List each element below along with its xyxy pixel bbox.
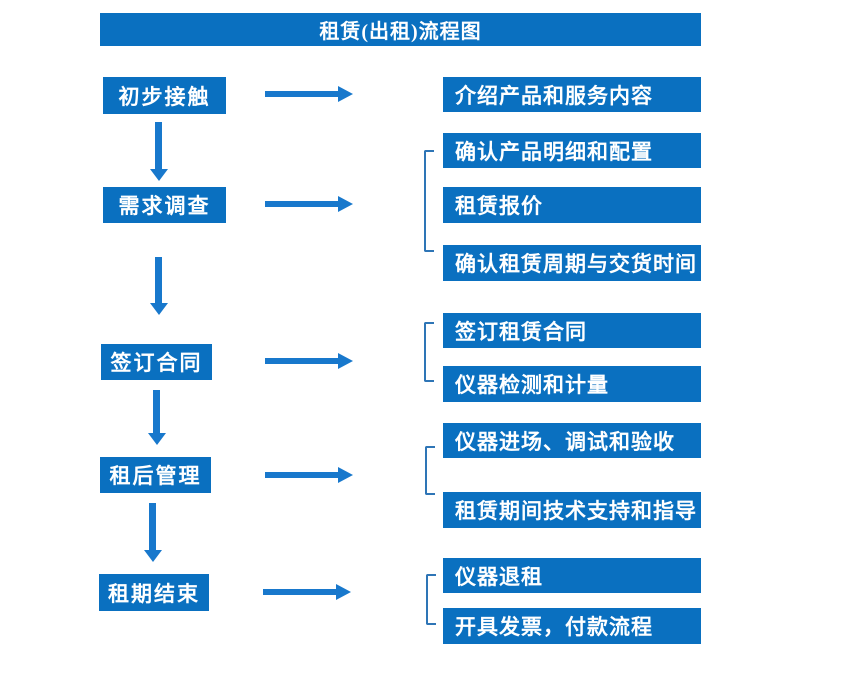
arrow-shaft (153, 390, 160, 434)
arrow-right-icon-1 (265, 86, 353, 102)
arrow-shaft (263, 589, 337, 595)
arrow-shaft (149, 503, 156, 551)
detail-box-rental-tech-support: 租赁期间技术支持和指导 (443, 492, 701, 528)
arrow-right-icon-2 (265, 196, 353, 212)
bracket-connector-sign-contract (424, 322, 434, 382)
stage-box-sign-contract: 签订合同 (101, 344, 212, 380)
detail-box-invoice-payment-process: 开具发票，付款流程 (443, 608, 701, 644)
arrow-right-icon-3 (265, 353, 353, 369)
detail-box-instrument-testing-measurement: 仪器检测和计量 (443, 366, 701, 402)
arrow-down-icon-2 (150, 257, 168, 315)
arrow-down-icon-3 (148, 390, 166, 445)
bracket-connector-demand-survey (424, 150, 434, 252)
arrow-shaft (265, 472, 339, 478)
detail-box-confirm-product-details-config: 确认产品明细和配置 (443, 133, 701, 168)
stage-box-rental-period-end: 租期结束 (99, 574, 209, 611)
arrow-head (338, 353, 353, 369)
arrow-shaft (265, 91, 339, 97)
arrow-shaft (265, 358, 339, 364)
flowchart-title: 租赁(出租)流程图 (100, 13, 701, 46)
stage-box-demand-survey: 需求调查 (103, 187, 226, 223)
detail-box-instrument-return: 仪器退租 (443, 558, 701, 593)
detail-box-introduce-products-services: 介绍产品和服务内容 (443, 77, 701, 112)
arrow-right-icon-5 (263, 584, 351, 600)
arrow-head (336, 584, 351, 600)
stage-box-initial-contact: 初步接触 (103, 77, 226, 114)
arrow-head (144, 550, 162, 562)
arrow-head (150, 169, 168, 181)
detail-box-rental-quote: 租赁报价 (443, 187, 701, 223)
arrow-shaft (265, 201, 339, 207)
stage-box-post-rental-management: 租后管理 (100, 457, 211, 493)
bracket-connector-rental-end (426, 574, 436, 625)
detail-box-sign-rental-contract: 签订租赁合同 (443, 313, 701, 348)
detail-box-confirm-rental-period-delivery: 确认租赁周期与交货时间 (443, 245, 701, 281)
arrow-down-icon-4 (144, 503, 162, 562)
arrow-down-icon-1 (150, 122, 168, 181)
arrow-head (150, 303, 168, 315)
bracket-connector-post-rental (425, 446, 435, 495)
arrow-head (338, 196, 353, 212)
arrow-shaft (155, 257, 162, 304)
arrow-head (338, 467, 353, 483)
arrow-right-icon-4 (265, 467, 353, 483)
arrow-shaft (155, 122, 162, 170)
arrow-head (148, 433, 166, 445)
detail-box-instrument-setup-acceptance: 仪器进场、调试和验收 (443, 423, 701, 458)
arrow-head (338, 86, 353, 102)
